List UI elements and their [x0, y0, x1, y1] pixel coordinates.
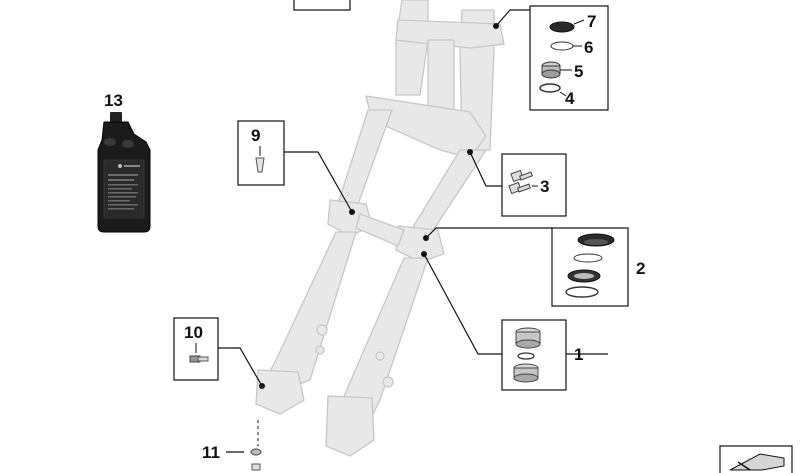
- front-fork-assembly: [255, 0, 505, 457]
- diagram-nav-arrow-icon[interactable]: [719, 445, 793, 473]
- callout-5[interactable]: 5: [574, 62, 583, 81]
- callout-box-bushes: [501, 319, 567, 391]
- callout-13[interactable]: 13: [104, 91, 123, 110]
- callout-6[interactable]: 6: [584, 38, 593, 57]
- callout-1[interactable]: 1: [574, 345, 583, 364]
- oil-bottle-icon: [97, 112, 151, 233]
- leader-lines: [218, 9, 628, 453]
- callout-7[interactable]: 7: [587, 12, 596, 31]
- callout-box-screw-9: [237, 120, 285, 186]
- callout-2[interactable]: 2: [636, 259, 645, 278]
- callout-box-bolts: [501, 153, 567, 217]
- callout-box-seal-kit: [551, 227, 629, 307]
- partial-callout-box: [293, 0, 351, 11]
- callout-4[interactable]: 4: [565, 89, 575, 108]
- callout-11[interactable]: 11: [202, 443, 220, 462]
- callout-9[interactable]: 9: [251, 126, 260, 145]
- callout-3[interactable]: 3: [540, 177, 549, 196]
- leader-dots: [259, 23, 499, 389]
- part-11-washer: [250, 420, 262, 471]
- callout-box-screw-10: [173, 317, 219, 381]
- callout-10[interactable]: 10: [184, 323, 203, 342]
- callout-box-seals: [529, 5, 609, 111]
